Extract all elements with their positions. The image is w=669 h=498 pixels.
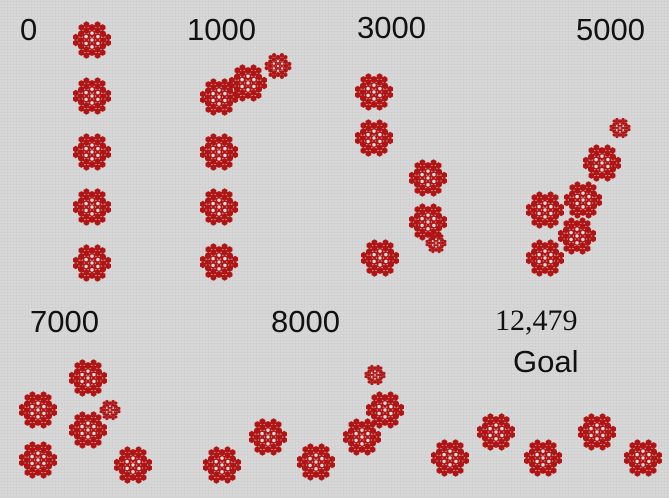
hex-flake xyxy=(200,188,238,225)
label-step-1000: 1000 xyxy=(187,14,256,45)
hex-flake xyxy=(19,441,57,478)
hex-flake xyxy=(361,239,399,276)
hex-flake xyxy=(297,443,335,480)
hex-flake xyxy=(526,191,564,228)
hex-flake xyxy=(624,439,662,476)
cluster-step-5000 xyxy=(526,118,630,277)
hex-flake xyxy=(69,411,107,448)
hex-flake xyxy=(355,119,393,156)
label-step-3000: 3000 xyxy=(357,12,426,43)
hex-flake xyxy=(578,413,616,450)
hex-flake xyxy=(73,21,111,58)
hex-flake xyxy=(365,365,386,386)
hex-flake xyxy=(200,133,238,170)
hex-flake xyxy=(355,73,393,110)
cluster-goal xyxy=(431,413,662,476)
hex-flake xyxy=(249,418,287,455)
hex-flake xyxy=(524,439,562,476)
hex-flake xyxy=(200,243,238,280)
hex-flake xyxy=(265,53,292,79)
hex-flake xyxy=(564,181,602,218)
cluster-step-7000 xyxy=(19,359,152,483)
hex-flake xyxy=(19,391,57,428)
hex-flake xyxy=(583,144,621,181)
hex-flake xyxy=(558,217,596,254)
hex-flake xyxy=(114,446,152,483)
hex-flake xyxy=(431,439,469,476)
label-step-7000: 7000 xyxy=(30,306,99,337)
cluster-step-1000 xyxy=(200,53,291,281)
hex-flake xyxy=(366,391,404,428)
label-step-final: 12,479 xyxy=(495,306,578,336)
hex-flake xyxy=(73,244,111,281)
cluster-step-0 xyxy=(73,21,111,281)
hex-flake xyxy=(526,239,564,276)
hex-flake xyxy=(229,64,267,101)
hex-flake xyxy=(73,133,111,170)
hex-flake xyxy=(73,188,111,225)
label-step-5000: 5000 xyxy=(576,14,645,45)
hex-flake xyxy=(477,413,515,450)
hex-flake xyxy=(69,359,107,396)
cluster-step-8000 xyxy=(203,365,404,484)
hex-flake xyxy=(73,77,111,114)
hex-flake xyxy=(203,446,241,483)
label-step-8000: 8000 xyxy=(271,306,340,337)
hex-flake xyxy=(100,400,121,421)
label-step-0: 0 xyxy=(20,14,37,45)
hex-flake xyxy=(426,233,447,254)
hex-flake xyxy=(610,118,631,139)
cluster-step-3000 xyxy=(355,73,447,276)
label-goal: Goal xyxy=(513,346,578,377)
hex-flake xyxy=(409,159,447,196)
